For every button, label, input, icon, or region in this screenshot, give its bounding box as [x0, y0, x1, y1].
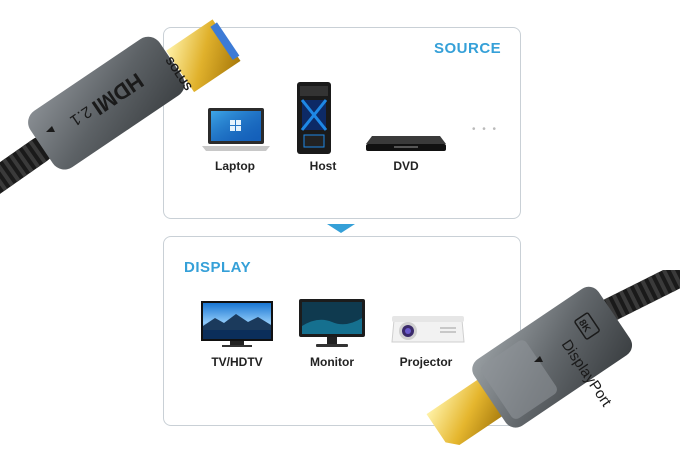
- more-devices-indicator: • • •: [472, 124, 499, 135]
- down-arrow-icon: [327, 224, 355, 233]
- hdmi-cable-icon: HDMI 2.1 SOLUS: [0, 19, 241, 194]
- device-label-monitor: Monitor: [310, 355, 354, 369]
- laptop-icon: [202, 108, 270, 151]
- device-label-laptop: Laptop: [215, 159, 255, 173]
- projector-icon: [391, 316, 465, 343]
- display-title: DISPLAY: [184, 259, 252, 276]
- displayport-cable-icon: DisplayPort 8K: [426, 270, 680, 446]
- device-label-projector: Projector: [399, 355, 453, 369]
- device-label-dvd: DVD: [393, 159, 419, 173]
- device-label-tv: TV/HDTV: [211, 355, 263, 369]
- source-title: SOURCE: [434, 40, 502, 57]
- pc-tower-icon: [297, 82, 331, 154]
- device-label-host: Host: [309, 159, 337, 173]
- tv-icon: [201, 301, 273, 347]
- dvd-player-icon: [366, 136, 446, 151]
- monitor-icon: [299, 299, 365, 347]
